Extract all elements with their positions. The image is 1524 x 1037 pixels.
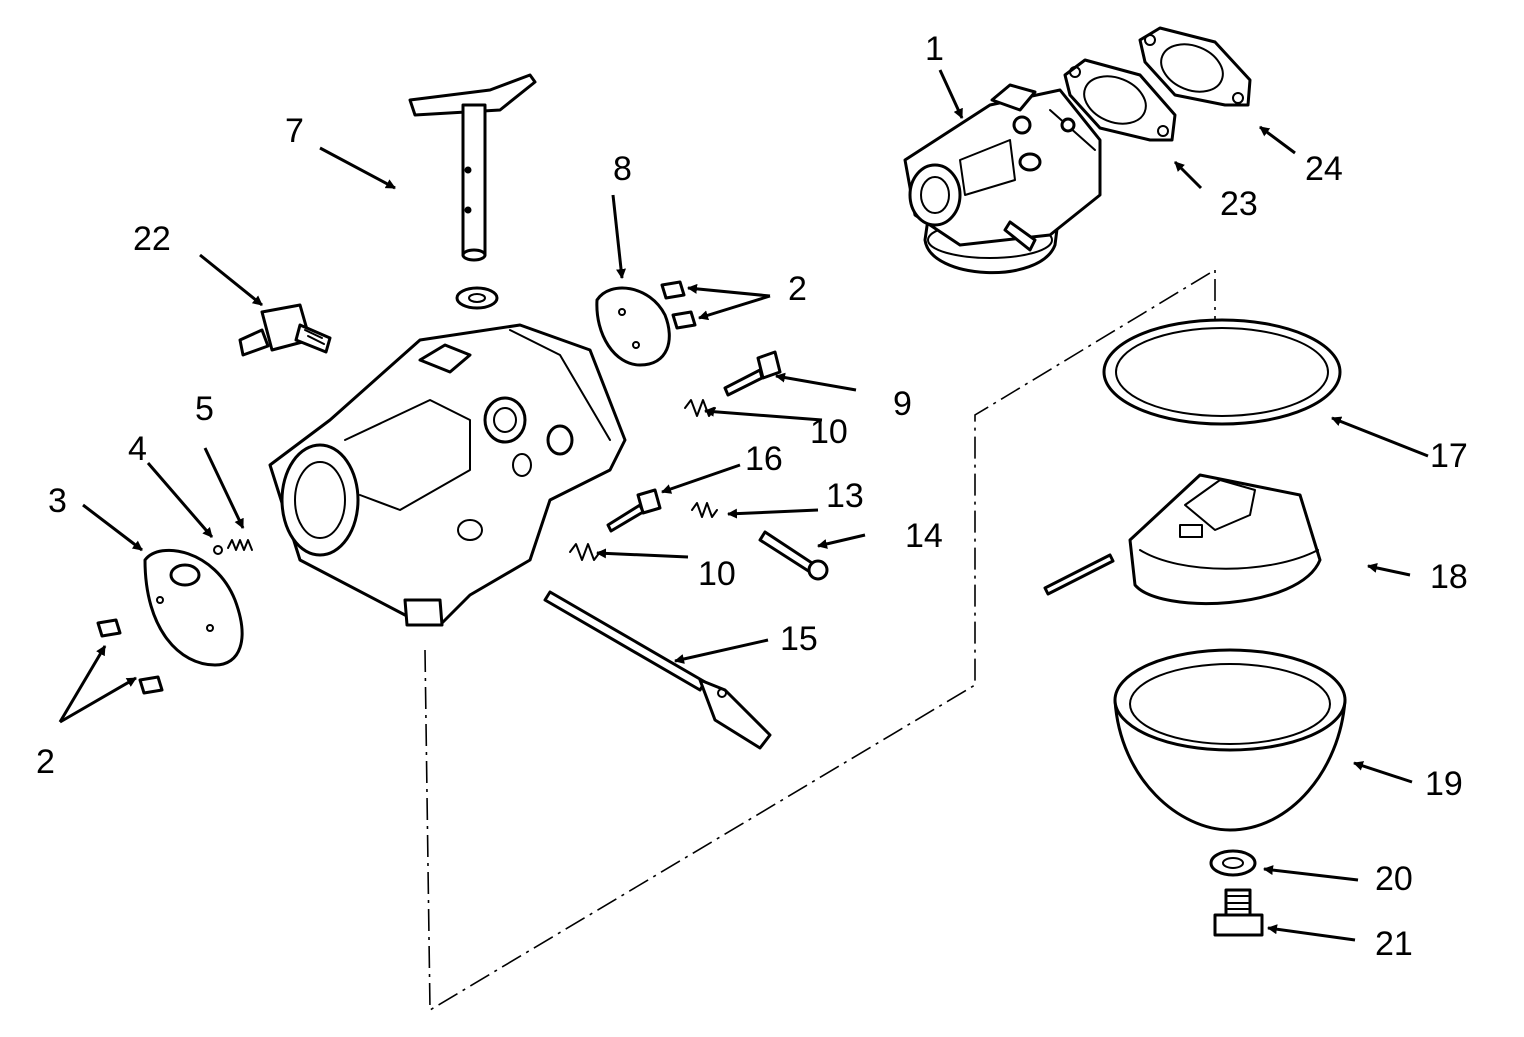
needle-screw-part-9 <box>723 350 782 397</box>
cover-plate-part-8 <box>595 286 671 367</box>
callout-10-top: 10 <box>810 413 848 451</box>
fuel-fitting-part <box>238 303 332 357</box>
assembly-outline <box>424 268 1216 1012</box>
callout-23: 23 <box>1220 185 1258 223</box>
callout-17: 17 <box>1430 437 1468 475</box>
washer-part-20 <box>1209 849 1257 877</box>
spring-part-5 <box>227 539 253 551</box>
bolt-part-21 <box>1213 888 1264 937</box>
cover-plate-part-3 <box>143 548 244 667</box>
callout-7: 7 <box>285 112 304 150</box>
callout-9: 9 <box>893 385 912 423</box>
float-bowl-part-19 <box>1113 648 1347 832</box>
float-part-18 <box>1043 473 1322 605</box>
callout-2-left: 2 <box>36 743 55 781</box>
callout-13: 13 <box>826 477 864 515</box>
callout-20: 20 <box>1375 860 1413 898</box>
gasket-part-24 <box>1138 26 1252 107</box>
pin-part-14 <box>758 530 829 581</box>
ball-part-4 <box>213 545 223 555</box>
callout-2-top: 2 <box>788 270 807 308</box>
callout-22: 22 <box>133 220 171 258</box>
oring-part-17 <box>1102 318 1342 426</box>
washer-part <box>455 286 499 310</box>
needle-screw-part-16 <box>606 488 662 533</box>
carburetor-assembly-part <box>903 83 1102 274</box>
callout-21: 21 <box>1375 925 1413 963</box>
choke-shaft-part-15 <box>543 590 772 750</box>
gasket-part-23 <box>1063 58 1177 142</box>
callout-1: 1 <box>925 30 944 68</box>
callout-19: 19 <box>1425 765 1463 803</box>
callout-14: 14 <box>905 517 943 555</box>
screw-part-2-left <box>96 618 164 695</box>
carburetor-body-part <box>268 323 627 627</box>
callout-3: 3 <box>48 482 67 520</box>
spring-part-10-bottom <box>569 543 601 561</box>
callout-15: 15 <box>780 620 818 658</box>
callout-10-bottom: 10 <box>698 555 736 593</box>
callout-5: 5 <box>195 390 214 428</box>
callout-8: 8 <box>613 150 632 188</box>
callout-24: 24 <box>1305 150 1343 188</box>
callout-4: 4 <box>128 430 147 468</box>
callout-18: 18 <box>1430 558 1468 596</box>
screw-part-2-top <box>660 280 697 330</box>
callout-16: 16 <box>745 440 783 478</box>
leader-lines <box>58 69 1429 942</box>
spring-part-13 <box>691 502 718 518</box>
spring-part-10-top <box>684 399 716 417</box>
throttle-shaft-part <box>408 73 537 262</box>
